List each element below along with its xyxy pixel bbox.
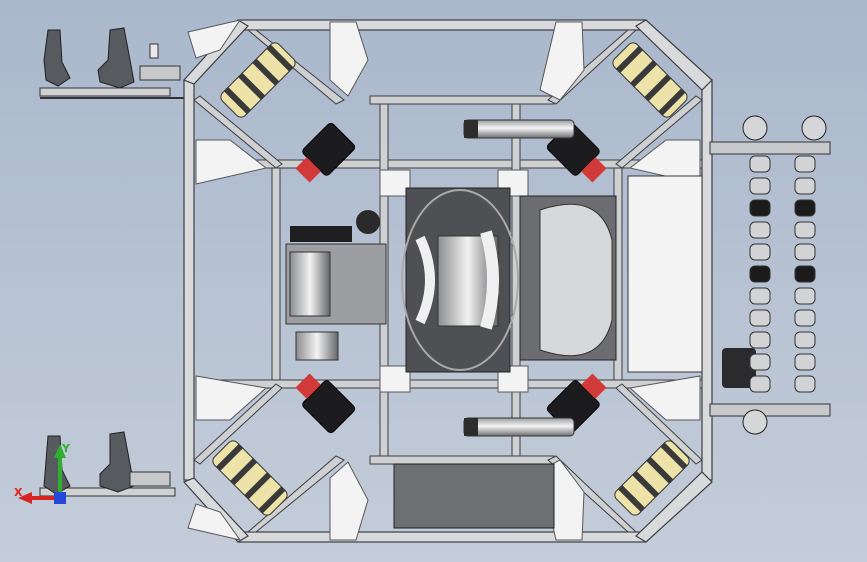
omni-wheel-rear-left [212, 440, 288, 516]
linear-actuators [463, 119, 575, 437]
right-conveyor [709, 115, 831, 435]
conveyor-roller [794, 243, 816, 261]
conveyor-roller [794, 177, 816, 195]
conveyor-roller [794, 265, 816, 283]
left-gripper-bottom [39, 431, 176, 497]
axis-x-label: X [14, 486, 23, 499]
left-gripper-top [39, 27, 190, 99]
conveyor-roller [749, 177, 771, 195]
omni-wheel-rear-right [614, 440, 690, 516]
conveyor-roller [794, 155, 816, 173]
outer-frame [182, 19, 713, 543]
conveyor-roller [749, 265, 771, 283]
conveyor-roller [794, 309, 816, 327]
conveyor-roller [749, 221, 771, 239]
conveyor-roller [794, 353, 816, 371]
conveyor-roller [749, 243, 771, 261]
omni-wheel-front-left [220, 42, 296, 118]
conveyor-roller [794, 199, 816, 217]
conveyor-roller [794, 221, 816, 239]
conveyor-roller [794, 375, 816, 393]
conveyor-roller [794, 331, 816, 349]
conveyor-roller [749, 309, 771, 327]
coordinate-triad: Y X [14, 442, 71, 504]
bottom-tray [393, 463, 555, 529]
conveyor-roller [749, 199, 771, 217]
center-mechanism [285, 175, 703, 373]
omni-wheel-front-right [612, 42, 688, 118]
conveyor-roller [749, 287, 771, 305]
conveyor-roller [749, 375, 771, 393]
conveyor-roller [749, 155, 771, 173]
conveyor-roller [749, 331, 771, 349]
axis-y-label: Y [61, 442, 71, 455]
conveyor-roller [794, 287, 816, 305]
conveyor-roller [749, 353, 771, 371]
